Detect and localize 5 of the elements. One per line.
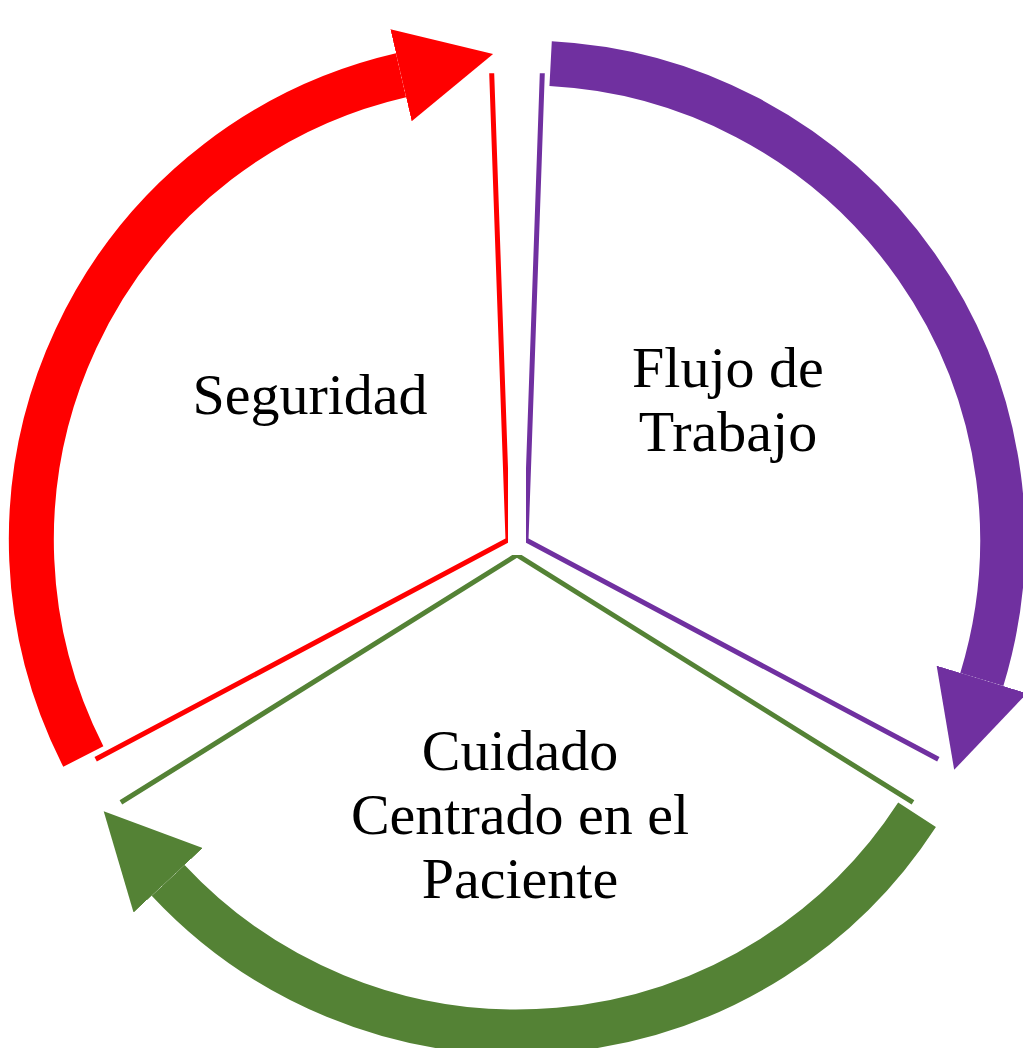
sector-label: Cuidado Centrado en el Paciente	[349, 719, 691, 911]
sector-label: Seguridad	[192, 363, 428, 427]
sector-label: Flujo de Trabajo	[631, 336, 825, 464]
curved-arrow	[547, 41, 1023, 772]
curved-arrow	[9, 29, 492, 766]
